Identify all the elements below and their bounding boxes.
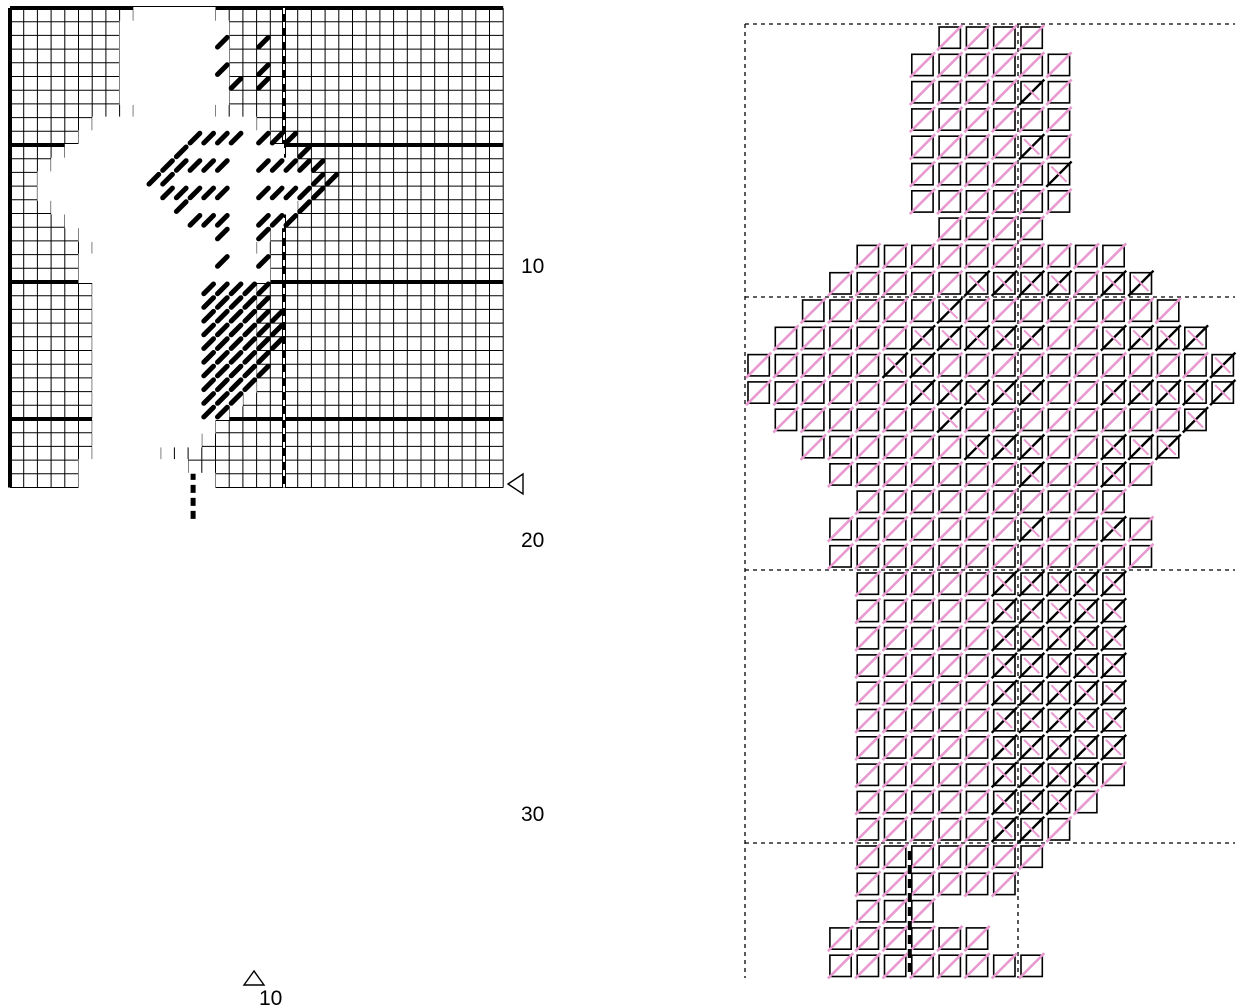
shape-halo [79,267,271,283]
shape-halo [79,459,189,475]
row-label-10: 10 [521,255,544,278]
shape-halo [92,432,202,448]
shape-halo [79,254,271,270]
shape-halo [92,240,256,256]
shape-halo [120,62,230,78]
shape-halo [120,21,230,37]
shape-halo [133,7,215,23]
shape-halo [120,34,230,50]
shape-halo [92,445,161,461]
shape-halo [92,418,215,434]
row-label-30: 30 [521,803,544,826]
shape-halo [79,226,271,242]
col-label-10: 10 [259,987,282,1008]
shape-halo [92,117,256,133]
row-label-20: 20 [521,529,544,552]
shape-halo [120,48,230,64]
shape-halo [120,89,230,105]
shape-halo [120,76,230,92]
shape-halo [133,103,215,119]
shape-halo [65,213,284,229]
